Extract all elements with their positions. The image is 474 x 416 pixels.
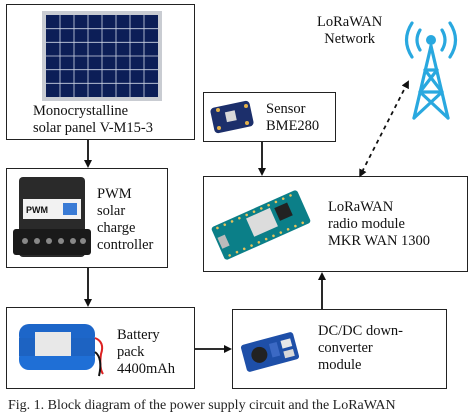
charge-controller-block: PWM PWM solar charge controller <box>6 168 168 268</box>
network-label: LoRaWAN Network <box>317 14 383 47</box>
charge-controller-image: PWM <box>13 177 91 257</box>
radio-module-label: LoRaWAN radio module MKR WAN 1300 <box>328 199 431 249</box>
battery-label: Battery pack 4400mAh <box>117 327 175 377</box>
charge-controller-device-text: PWM <box>26 205 48 215</box>
solar-panel-label: Monocrystalline solar panel V-M15-3 <box>33 103 154 136</box>
sensor-block: Sensor BME280 <box>203 92 336 142</box>
converter-label: DC/DC down- converter module <box>318 323 403 373</box>
solar-panel-image <box>42 11 162 101</box>
charge-controller-label: PWM solar charge controller <box>97 186 154 253</box>
converter-image <box>240 332 300 372</box>
converter-block: DC/DC down- converter module <box>232 309 447 389</box>
antenna-tower-icon <box>404 21 458 120</box>
sensor-label: Sensor BME280 <box>266 101 320 134</box>
battery-image <box>19 324 104 377</box>
sensor-image <box>210 100 254 134</box>
battery-block: Battery pack 4400mAh <box>6 307 195 389</box>
radio-module-block: LoRaWAN radio module MKR WAN 1300 <box>203 176 468 272</box>
radio-module-image <box>211 190 311 260</box>
figure-caption: Fig. 1. Block diagram of the power suppl… <box>8 398 396 413</box>
arrow-radio-to-network <box>359 80 409 178</box>
solar-panel-block: Monocrystalline solar panel V-M15-3 <box>6 4 195 140</box>
